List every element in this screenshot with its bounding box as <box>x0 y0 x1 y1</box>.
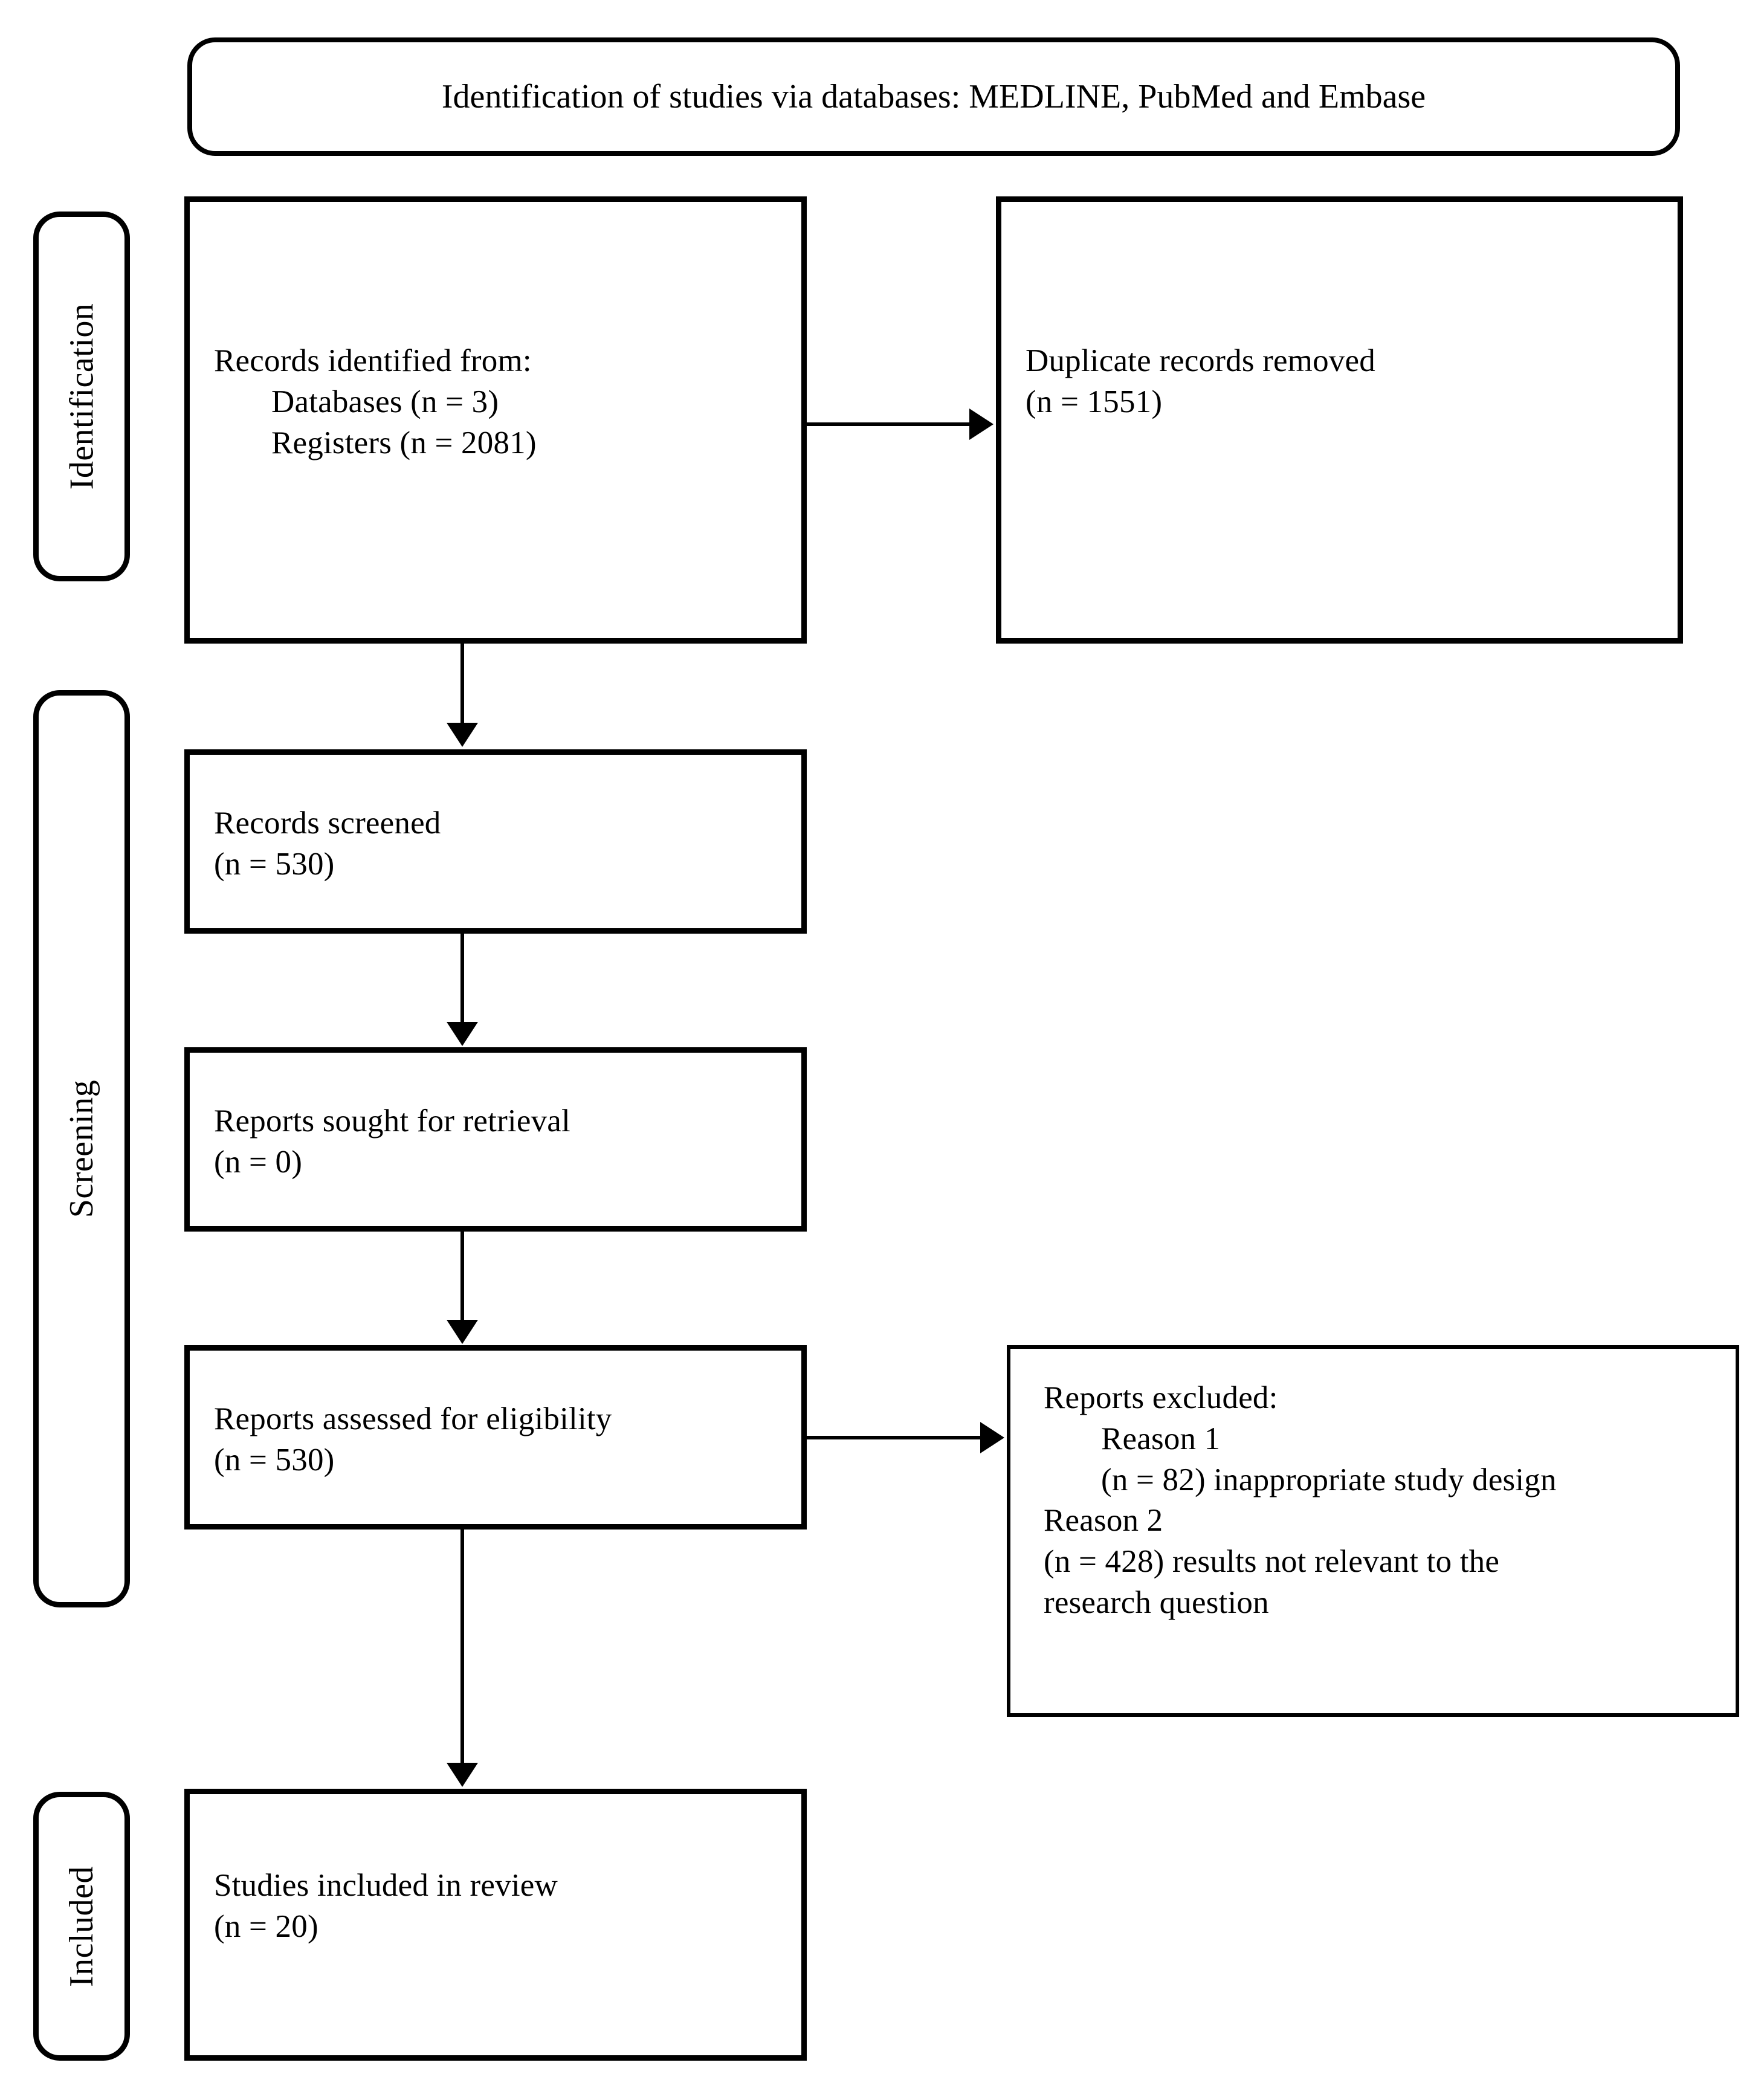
connector-screened-to-sought <box>460 934 464 1023</box>
box-duplicate-records-removed: Duplicate records removed (n = 1551) <box>996 196 1683 644</box>
stage-pill-included: Included <box>33 1792 130 2061</box>
studies-included-count: (n = 20) <box>214 1908 318 1944</box>
connector-assessed-to-excluded <box>807 1436 982 1439</box>
box-reports-excluded-body: Reports excluded: Reason 1 (n = 82) inap… <box>1010 1378 1736 1624</box>
studies-included-heading: Studies included in review <box>214 1868 558 1903</box>
box-studies-included-body: Studies included in review (n = 20) <box>190 1865 801 1948</box>
arrowhead-identified-to-screened <box>447 723 478 747</box>
stage-label-screening: Screening <box>63 1079 101 1218</box>
arrowhead-assessed-to-included <box>447 1763 478 1787</box>
connector-sought-to-assessed <box>460 1232 464 1321</box>
box-duplicate-records-body: Duplicate records removed (n = 1551) <box>1001 341 1678 423</box>
reports-excluded-reason-2-detail-cont: research question <box>1044 1585 1269 1621</box>
arrowhead-assessed-to-excluded <box>980 1422 1004 1453</box>
reports-sought-heading: Reports sought for retrieval <box>214 1103 570 1139</box>
records-screened-count: (n = 530) <box>214 846 335 882</box>
box-records-screened: Records screened (n = 530) <box>184 749 807 934</box>
reports-assessed-count: (n = 530) <box>214 1442 335 1478</box>
reports-sought-count: (n = 0) <box>214 1144 303 1180</box>
records-screened-heading: Records screened <box>214 806 441 841</box>
box-reports-assessed: Reports assessed for eligibility (n = 53… <box>184 1345 807 1529</box>
stage-pill-identification: Identification <box>33 212 130 581</box>
reports-excluded-heading: Reports excluded: <box>1044 1380 1278 1415</box>
records-identified-heading: Records identified from: <box>214 343 532 378</box>
arrowhead-screened-to-sought <box>447 1022 478 1046</box>
box-reports-excluded: Reports excluded: Reason 1 (n = 82) inap… <box>1007 1345 1739 1717</box>
box-records-identified-body: Records identified from: Databases (n = … <box>190 341 801 464</box>
box-reports-sought-body: Reports sought for retrieval (n = 0) <box>190 1101 801 1183</box>
diagram-title: Identification of studies via databases:… <box>441 78 1426 115</box>
duplicate-records-heading: Duplicate records removed <box>1026 343 1375 378</box>
connector-assessed-to-included <box>460 1529 464 1764</box>
box-records-identified: Records identified from: Databases (n = … <box>184 196 807 644</box>
arrowhead-identified-to-duplicates <box>969 409 993 440</box>
connector-identified-to-duplicates <box>807 422 971 426</box>
connector-identified-to-screened <box>460 644 464 724</box>
duplicate-records-count: (n = 1551) <box>1026 384 1163 419</box>
stage-label-identification: Identification <box>63 303 100 490</box>
box-records-screened-body: Records screened (n = 530) <box>190 803 801 885</box>
box-reports-sought: Reports sought for retrieval (n = 0) <box>184 1047 807 1232</box>
box-studies-included: Studies included in review (n = 20) <box>184 1789 807 2061</box>
stage-pill-screening: Screening <box>33 690 130 1607</box>
diagram-title-banner: Identification of studies via databases:… <box>187 37 1680 156</box>
records-identified-registers: Registers (n = 2081) <box>271 425 537 460</box>
arrowhead-sought-to-assessed <box>447 1320 478 1344</box>
box-reports-assessed-body: Reports assessed for eligibility (n = 53… <box>190 1399 801 1481</box>
records-identified-databases: Databases (n = 3) <box>271 384 499 419</box>
reports-excluded-reason-2-detail: (n = 428) results not relevant to the <box>1044 1544 1500 1580</box>
stage-label-included: Included <box>63 1865 101 1987</box>
reports-assessed-heading: Reports assessed for eligibility <box>214 1401 612 1436</box>
reports-excluded-reason-2-label: Reason 2 <box>1044 1503 1163 1539</box>
reports-excluded-reason-1-label: Reason 1 <box>1101 1421 1221 1456</box>
reports-excluded-reason-1-detail: (n = 82) inappropriate study design <box>1101 1462 1557 1497</box>
